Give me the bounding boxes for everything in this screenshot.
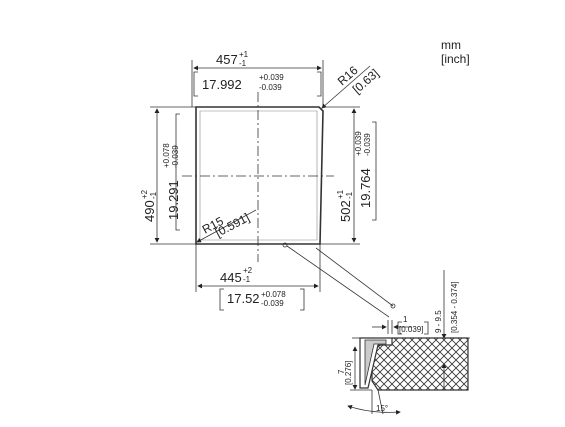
top-width-inch-minus: -0.039 xyxy=(259,83,282,92)
bottom-width-tol-plus: +2 xyxy=(243,266,253,275)
bottom-width-inch-minus: -0.039 xyxy=(261,299,284,308)
units-secondary: [inch] xyxy=(441,52,470,66)
section-pointer xyxy=(282,242,396,318)
top-width-mm: 457 xyxy=(216,52,238,67)
detail-depth-mm: 7 xyxy=(337,369,346,374)
bottom-width-dimension xyxy=(195,244,321,311)
detail-thickness-mm: 9 - 9.5 xyxy=(434,310,443,333)
section-detail xyxy=(359,337,469,391)
right-height-inch: 19.764 xyxy=(358,168,373,208)
radius-bottom-leader xyxy=(196,209,257,243)
detail-angle-label: 15° xyxy=(376,404,388,413)
right-height-tol-plus: +1 xyxy=(336,189,345,199)
left-height-dimension xyxy=(150,106,196,245)
top-width-dimension xyxy=(191,60,324,107)
left-height-inch-minus: -0.039 xyxy=(171,145,180,168)
left-height-tol-plus: +2 xyxy=(140,189,149,199)
left-height-mm: 490 xyxy=(142,200,157,222)
right-height-dimension xyxy=(320,106,377,245)
radius-top-leader xyxy=(321,65,371,109)
cutout-outline xyxy=(195,106,324,245)
top-width-tol-plus: +1 xyxy=(239,50,249,59)
units-primary: mm xyxy=(441,38,461,52)
bottom-width-mm: 445 xyxy=(220,270,242,285)
detail-thickness-dimension xyxy=(436,270,470,390)
units-legend: mm [inch] xyxy=(441,38,470,66)
detail-depth-dimension xyxy=(350,337,372,391)
bottom-width-inch-plus: +0.078 xyxy=(261,290,286,299)
detail-offset-mm: 1 xyxy=(403,315,408,324)
detail-offset-dimension xyxy=(372,320,429,335)
right-height-tol-minus: -1 xyxy=(345,191,354,199)
right-height-mm: 502 xyxy=(338,200,353,222)
top-width-inch: 17.992 xyxy=(202,77,242,92)
detail-depth-inch: [0.276] xyxy=(344,361,353,385)
detail-offset-inch: [0.039] xyxy=(399,325,423,334)
left-height-inch: 19.291 xyxy=(166,180,181,220)
detail-angle xyxy=(347,389,401,415)
bottom-width-tol-minus: -1 xyxy=(243,275,251,284)
left-height-inch-plus: +0.078 xyxy=(162,143,171,168)
detail-thickness-inch: [0.354 - 0.374] xyxy=(450,281,459,333)
top-width-tol-minus: -1 xyxy=(239,59,247,68)
bottom-width-inch: 17.52 xyxy=(227,291,260,306)
centerlines xyxy=(182,92,334,262)
top-width-inch-plus: +0.039 xyxy=(259,73,284,82)
right-height-inch-minus: -0.039 xyxy=(363,133,372,156)
left-height-tol-minus: -1 xyxy=(149,191,158,199)
right-height-inch-plus: +0.039 xyxy=(354,131,363,156)
